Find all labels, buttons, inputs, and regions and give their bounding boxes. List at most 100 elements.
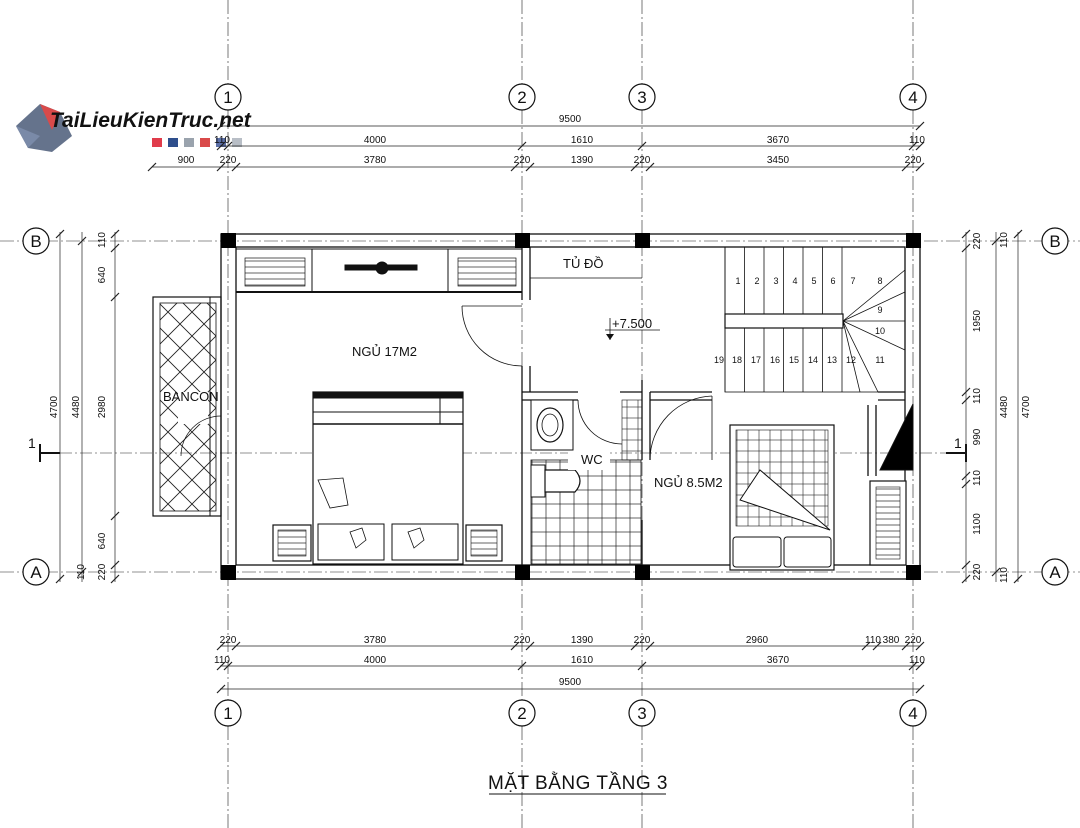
stair-step-number: 15 xyxy=(789,355,799,365)
bottom-dim-overall: 9500 xyxy=(559,677,582,688)
logo-text: TaiLieuKienTruc.net xyxy=(50,109,252,132)
svg-text:220: 220 xyxy=(634,155,651,166)
dimension-tick xyxy=(525,641,535,651)
dimension-tick xyxy=(961,574,971,584)
dimension-tick xyxy=(55,229,65,239)
svg-text:640: 640 xyxy=(97,532,108,549)
svg-text:110: 110 xyxy=(909,135,925,146)
dimension-tick xyxy=(510,162,520,172)
dimension-tick xyxy=(147,162,157,172)
svg-text:110: 110 xyxy=(909,655,925,666)
wc-room: WC xyxy=(530,399,643,565)
dimension-tick xyxy=(908,661,918,671)
dimension-tick xyxy=(637,661,647,671)
drawing-title: MẶT BẰNG TẦNG 3 xyxy=(488,772,668,794)
svg-text:110: 110 xyxy=(972,388,983,404)
dimension-tick xyxy=(110,229,120,239)
dimension-tick xyxy=(991,567,1001,577)
svg-text:110: 110 xyxy=(999,232,1010,248)
dimension-tick xyxy=(216,684,226,694)
dimension-tick xyxy=(231,162,241,172)
dimension-tick xyxy=(961,471,971,481)
svg-text:3450: 3450 xyxy=(767,155,790,166)
section-marker-left: 1 xyxy=(28,435,60,462)
logo-color-bar xyxy=(152,138,162,147)
svg-text:110: 110 xyxy=(972,470,983,486)
svg-text:110: 110 xyxy=(76,564,87,580)
dimension-tick xyxy=(1013,229,1023,239)
dimension-tick xyxy=(110,243,120,253)
svg-text:4000: 4000 xyxy=(364,135,387,146)
svg-text:1610: 1610 xyxy=(571,655,594,666)
logo-color-bar xyxy=(184,138,194,147)
toilet-icon xyxy=(544,469,581,493)
stair-step-number: 17 xyxy=(751,355,761,365)
dimension-tick xyxy=(216,162,226,172)
dimension-tick xyxy=(510,641,520,651)
dimension-tick xyxy=(645,641,655,651)
svg-text:2960: 2960 xyxy=(746,635,769,646)
sink-icon xyxy=(536,407,564,443)
svg-text:B: B xyxy=(30,232,41,251)
stair-step-number: 11 xyxy=(875,355,884,365)
svg-text:110: 110 xyxy=(214,135,230,146)
axis-bubble-2-bottom: 2 xyxy=(508,699,536,727)
top-dim-row2: 900 220 3780 220 1390 220 3450 220 xyxy=(178,155,922,166)
stair-step-number: 19 xyxy=(714,355,724,365)
stair-step-number: 2 xyxy=(754,276,759,286)
axis-bubble-2-top: 2 xyxy=(508,83,536,111)
left-dimensions xyxy=(55,229,120,584)
axis-bubble-4-top: 4 xyxy=(899,83,927,111)
left-dim-segments: 110 220 640 2980 640 220 110 xyxy=(76,232,108,581)
svg-text:220: 220 xyxy=(634,635,651,646)
axis-bubble-3-bottom: 3 xyxy=(628,699,656,727)
svg-text:1100: 1100 xyxy=(972,513,983,535)
dimension-tick xyxy=(216,141,226,151)
svg-text:4: 4 xyxy=(908,88,917,107)
dimension-tick xyxy=(861,641,871,651)
double-bed xyxy=(312,391,464,565)
dimension-tick xyxy=(223,661,233,671)
right-dim-segments: 110 220 1950 110 990 110 1100 220 110 xyxy=(972,232,1010,583)
svg-text:2: 2 xyxy=(517,88,526,107)
door-bedroom-1 xyxy=(461,305,523,367)
nightstand-right xyxy=(465,524,503,562)
stair-step-number: 12 xyxy=(846,355,856,365)
logo-color-bar xyxy=(216,138,226,147)
svg-text:B: B xyxy=(1049,232,1060,251)
bottom-dimensions xyxy=(216,641,925,694)
bottom-dim-row1: 220 3780 220 1390 220 2960 110 380 220 xyxy=(220,635,922,646)
svg-text:1390: 1390 xyxy=(571,155,594,166)
room-label-bedroom-2: NGỦ 8.5M2 xyxy=(654,475,723,490)
dimension-tick xyxy=(915,661,925,671)
structural-columns xyxy=(221,233,921,580)
room-label-wc: WC xyxy=(581,452,603,467)
dimension-tick xyxy=(637,141,647,151)
dimension-tick xyxy=(961,560,971,570)
svg-text:220: 220 xyxy=(905,155,922,166)
room-label-wardrobe: TỦ ĐỒ xyxy=(563,256,603,271)
left-dim-inner: 4480 xyxy=(71,395,82,418)
wardrobe-cabinet xyxy=(235,248,523,293)
dimension-tick xyxy=(908,141,918,151)
room-label-bedroom-1: NGỦ 17M2 xyxy=(352,344,417,359)
stair-step-number: 4 xyxy=(792,276,797,286)
svg-text:220: 220 xyxy=(514,155,531,166)
dimension-tick xyxy=(915,162,925,172)
svg-text:4000: 4000 xyxy=(364,655,387,666)
svg-text:220: 220 xyxy=(972,563,983,580)
level-mark-text: +7.500 xyxy=(612,316,652,331)
svg-text:220: 220 xyxy=(220,155,237,166)
svg-text:3: 3 xyxy=(637,88,646,107)
axis-bubble-b-right: B xyxy=(1041,227,1069,255)
dimension-tick xyxy=(525,162,535,172)
dimension-tick xyxy=(216,641,226,651)
axis-bubble-b-left: B xyxy=(22,227,50,255)
axis-bubble-1-bottom: 1 xyxy=(214,699,242,727)
section-marker-right: 1 xyxy=(946,435,967,462)
svg-text:220: 220 xyxy=(97,563,108,580)
dimension-tick xyxy=(872,641,882,651)
svg-text:110: 110 xyxy=(97,232,108,248)
